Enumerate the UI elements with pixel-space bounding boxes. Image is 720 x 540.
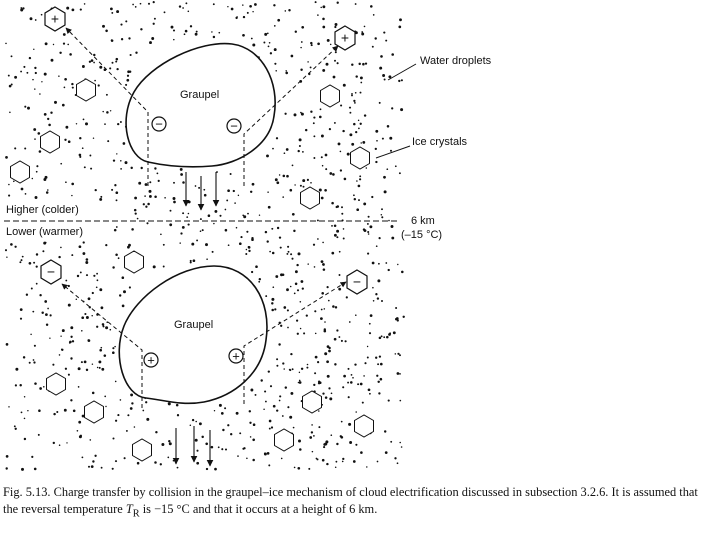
ice-crystal — [350, 146, 370, 170]
water-droplet-dots — [4, 1, 405, 471]
ice-crystal — [274, 428, 294, 452]
svg-text:+: + — [341, 30, 349, 46]
ice-crystal — [300, 186, 320, 210]
caption-text-2: is −15 °C and that it occurs at a height… — [139, 502, 378, 516]
upper-crystal-trajectories — [65, 27, 339, 186]
ice-crystals — [10, 78, 374, 462]
lower-fall-arrows — [172, 426, 214, 467]
svg-text:−: − — [353, 274, 361, 290]
lower-warmer-label: Lower (warmer) — [6, 226, 83, 238]
svg-text:+: + — [232, 349, 240, 364]
ice-crystal — [46, 372, 66, 396]
graupel-charging-diagram: Graupel Graupel − − + + + + − — [4, 1, 492, 471]
water-droplets-label: Water droplets — [420, 55, 492, 67]
lower-graupel-charge-right: + — [228, 348, 244, 364]
upper-crystal-charge-right: + — [334, 25, 356, 51]
upper-graupel-charge-left: − — [151, 116, 167, 132]
ice-crystal — [320, 84, 340, 108]
height-label: 6 km — [411, 215, 435, 227]
water-droplets-pointer — [387, 63, 417, 81]
upper-crystal-charge-left: + — [44, 6, 66, 32]
lower-graupel-charge-left: + — [143, 352, 159, 368]
upper-graupel-particle — [125, 42, 276, 168]
ice-crystal — [302, 390, 322, 414]
ice-crystal — [76, 78, 96, 102]
lower-crystal-trajectories — [61, 281, 347, 408]
ice-crystal — [132, 438, 152, 462]
ice-crystal — [10, 160, 30, 184]
lower-crystal-charge-left: − — [40, 259, 62, 285]
caption-symbol: T — [125, 502, 133, 516]
ice-crystal — [354, 414, 374, 438]
ice-crystal — [40, 130, 60, 154]
ice-crystals-label: Ice crystals — [412, 136, 468, 148]
upper-fall-arrows — [182, 172, 220, 211]
svg-text:+: + — [51, 11, 59, 27]
svg-text:−: − — [47, 264, 55, 280]
lower-crystal-charge-right: − — [346, 269, 368, 295]
caption-text-1: Charge transfer by collision in the grau… — [3, 485, 698, 516]
caption-subscript: R — [132, 508, 140, 520]
caption-fig-number: Fig. 5.13. — [3, 485, 51, 499]
higher-colder-label: Higher (colder) — [6, 204, 79, 216]
upper-graupel-label: Graupel — [180, 89, 219, 101]
lower-graupel-label: Graupel — [174, 319, 213, 331]
temperature-label: (–15 °C) — [401, 229, 442, 241]
svg-text:+: + — [147, 353, 155, 368]
svg-text:−: − — [155, 117, 163, 132]
ice-crystal — [124, 250, 144, 274]
figure-caption: Fig. 5.13. Charge transfer by collision … — [3, 484, 715, 522]
upper-graupel-charge-right: − — [226, 118, 242, 134]
svg-text:−: − — [230, 119, 238, 134]
ice-crystals-pointer — [375, 145, 411, 159]
ice-crystal — [84, 400, 104, 424]
lower-graupel-particle — [118, 265, 268, 405]
